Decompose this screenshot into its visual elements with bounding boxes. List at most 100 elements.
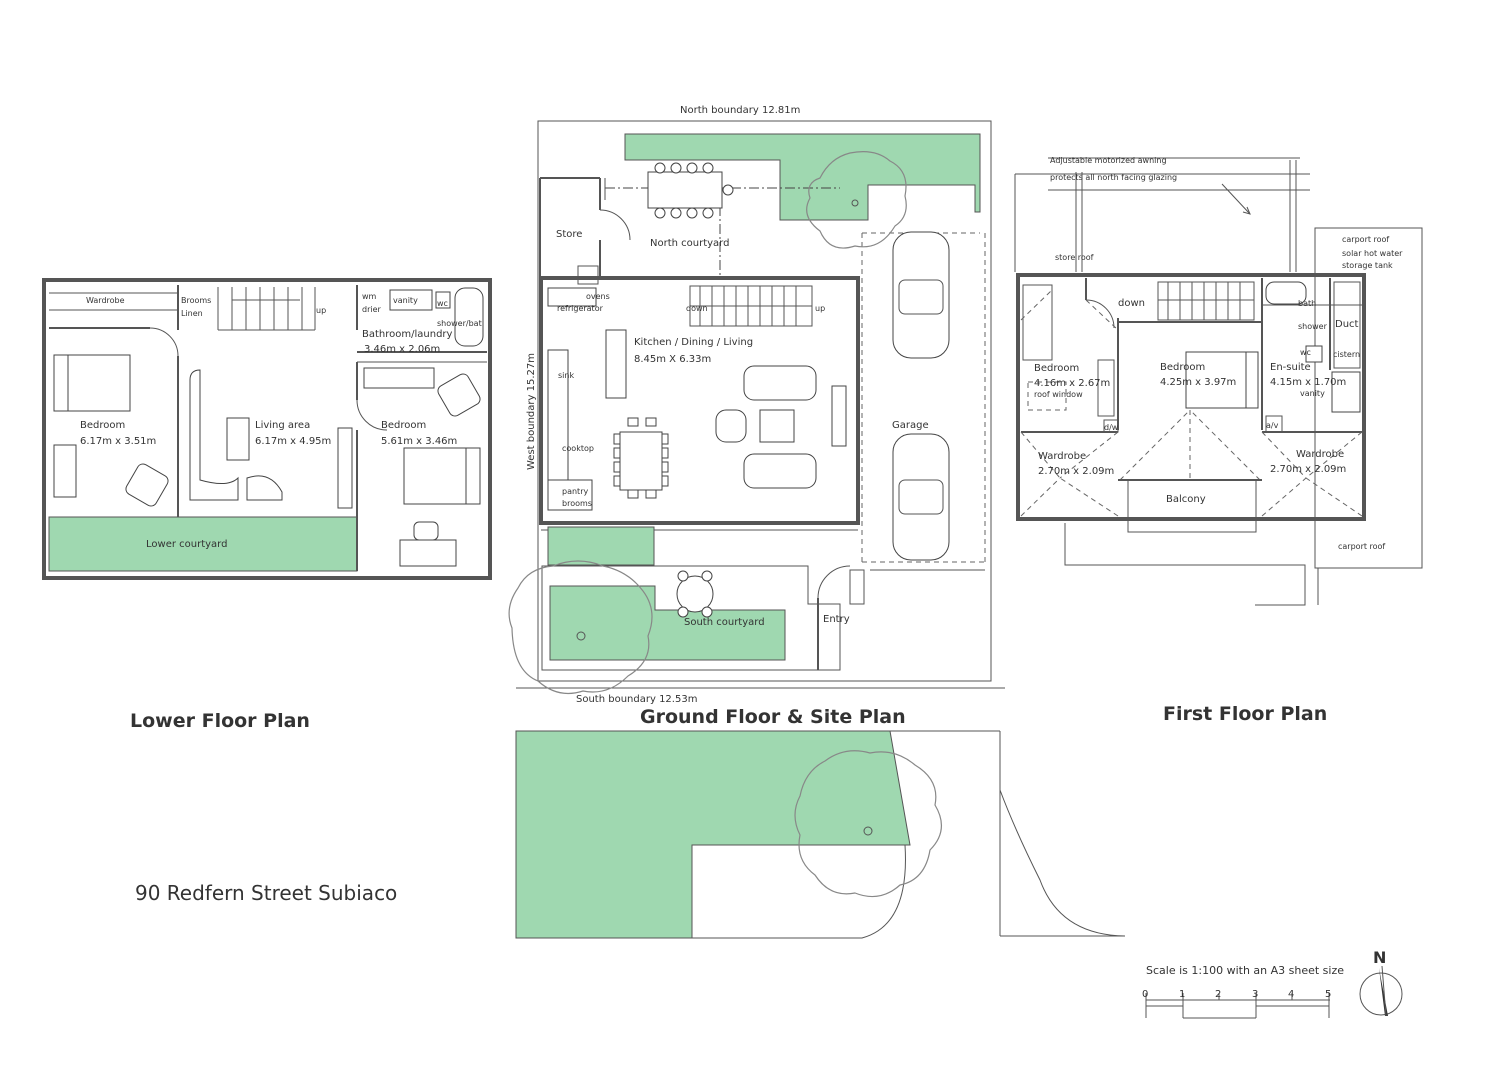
refrigerator-label: refrigerator	[557, 304, 604, 313]
cooktop-label: cooktop	[562, 444, 594, 453]
carport-roof-top-label: carport roof	[1342, 235, 1389, 244]
ovens-label: ovens	[586, 292, 610, 301]
cistern-label: cistern	[1333, 350, 1360, 359]
ground-floor-heading: Ground Floor & Site Plan	[640, 706, 906, 728]
north-arrow-icon: N	[1359, 948, 1403, 1017]
solar-label-1: solar hot water	[1342, 249, 1403, 258]
tree-north	[806, 151, 907, 249]
living-label: Living area	[255, 420, 310, 431]
store-roof-label: store roof	[1055, 253, 1094, 262]
scale-text: Scale is 1:100 with an A3 sheet size	[1146, 964, 1344, 977]
west-boundary-label: West boundary 15.27m	[526, 353, 537, 470]
south-boundary-label: South boundary 12.53m	[576, 694, 697, 705]
wardrobe-label: Wardrobe	[86, 296, 125, 305]
lower-courtyard-label: Lower courtyard	[146, 539, 227, 550]
duct-label: Duct	[1335, 319, 1359, 330]
scale-tick-2: 2	[1215, 989, 1221, 1000]
ground-floor-plan: North boundary 12.81m West boundary 15.2…	[508, 105, 1005, 705]
scale-bar: Scale is 1:100 with an A3 sheet size 0 1…	[1142, 964, 1344, 1019]
solar-label-2: storage tank	[1342, 261, 1393, 270]
lower-floor-plan: Wardrobe Brooms Linen up wm drier vanity…	[42, 278, 492, 580]
rear-lawn	[515, 730, 911, 939]
brooms-label-ground: brooms	[562, 499, 592, 508]
av-label: a/v	[1266, 421, 1279, 430]
south-table	[676, 575, 714, 613]
wm-label: wm	[362, 292, 377, 301]
wardrobe-2-label: Wardrobe	[1296, 449, 1344, 460]
scale-tick-5: 5	[1325, 989, 1331, 1000]
bedroom-main-label: Bedroom	[1160, 362, 1205, 373]
ensuite-label: En-suite	[1270, 362, 1311, 373]
pantry-label: pantry	[562, 487, 588, 496]
scale-tick-4: 4	[1288, 989, 1294, 1000]
north-courtyard-label: North courtyard	[650, 238, 729, 249]
vanity-label-first: vanity	[1300, 389, 1325, 398]
bedroom-small-label: Bedroom	[1034, 363, 1079, 374]
dw-label: d/w	[1104, 423, 1119, 432]
kitchen-dim: 8.45m X 6.33m	[634, 354, 711, 365]
awning-label-2: protects all north facing glazing	[1050, 173, 1177, 182]
scale-tick-1: 1	[1179, 989, 1185, 1000]
first-floor-heading: First Floor Plan	[1163, 703, 1327, 725]
dining-table	[619, 431, 663, 491]
south-courtyard-label: South courtyard	[684, 617, 765, 628]
entry-label: Entry	[823, 614, 850, 625]
north-boundary-label: North boundary 12.81m	[680, 105, 800, 116]
vanity-label: vanity	[393, 296, 418, 305]
first-floor-plan: Adjustable motorized awning protects all…	[1014, 156, 1423, 606]
north-table	[647, 171, 723, 209]
wardrobe-1-dim: 2.70m x 2.09m	[1038, 466, 1114, 477]
balcony-label: Balcony	[1166, 494, 1206, 505]
kitchen-label: Kitchen / Dining / Living	[634, 337, 753, 348]
up-label: up	[316, 306, 326, 315]
north-garden	[624, 133, 981, 221]
wardrobe-1-label: Wardrobe	[1038, 451, 1086, 462]
tree-site	[794, 750, 942, 898]
wc-label-first: wc	[1300, 348, 1311, 357]
address-label: 90 Redfern Street Subiaco	[135, 881, 397, 905]
bedroom-2-label: Bedroom	[381, 420, 426, 431]
wardrobe-2-dim: 2.70m x 2.09m	[1270, 464, 1346, 475]
site-plan	[515, 730, 1126, 939]
bathroom-label: Bathroom/laundry	[362, 329, 453, 340]
down-label: down	[686, 304, 708, 313]
bedroom-small-dim: 4.16m x 2.67m	[1034, 378, 1110, 389]
garage-label: Garage	[892, 420, 929, 431]
bathroom-dim: 3.46m x 2.06m	[364, 344, 440, 355]
sink-label: sink	[558, 371, 574, 380]
first-bed-main	[1185, 351, 1257, 409]
down-label-first: down	[1118, 298, 1145, 309]
store-label: Store	[556, 229, 582, 240]
up-label-ground: up	[815, 304, 825, 313]
first-floor-walls	[1016, 273, 1366, 521]
house-ground-walls	[539, 276, 860, 525]
bedroom-1-dim: 6.17m x 3.51m	[80, 436, 156, 447]
bedroom-main-dim: 4.25m x 3.97m	[1160, 377, 1236, 388]
tree-south	[508, 560, 653, 694]
ensuite-dim: 4.15m x 1.70m	[1270, 377, 1346, 388]
scale-tick-3: 3	[1252, 989, 1258, 1000]
car-lower	[892, 433, 950, 561]
bedroom-2-dim: 5.61m x 3.46m	[381, 436, 457, 447]
carport-roof-bottom-label: carport roof	[1338, 542, 1385, 551]
north-label: N	[1373, 948, 1386, 967]
roof-window-label: roof window	[1034, 390, 1083, 399]
lower-courtyard	[48, 516, 358, 572]
living-dim: 6.17m x 4.95m	[255, 436, 331, 447]
bedroom-1-label: Bedroom	[80, 420, 125, 431]
lower-floor-heading: Lower Floor Plan	[130, 710, 310, 732]
brooms-label: Brooms	[181, 296, 211, 305]
site-boundary	[537, 120, 992, 682]
wc-label: wc	[437, 299, 448, 308]
balcony	[1127, 479, 1257, 533]
shower-bath-label: shower/bat	[437, 319, 482, 328]
shower-label: shower	[1298, 322, 1328, 331]
bath-label: bath	[1298, 299, 1316, 308]
scale-tick-0: 0	[1142, 989, 1148, 1000]
south-garden	[549, 585, 786, 661]
linen-label: Linen	[181, 309, 203, 318]
car-upper	[892, 231, 950, 359]
awning-label-1: Adjustable motorized awning	[1050, 156, 1167, 165]
drier-label: drier	[362, 305, 382, 314]
